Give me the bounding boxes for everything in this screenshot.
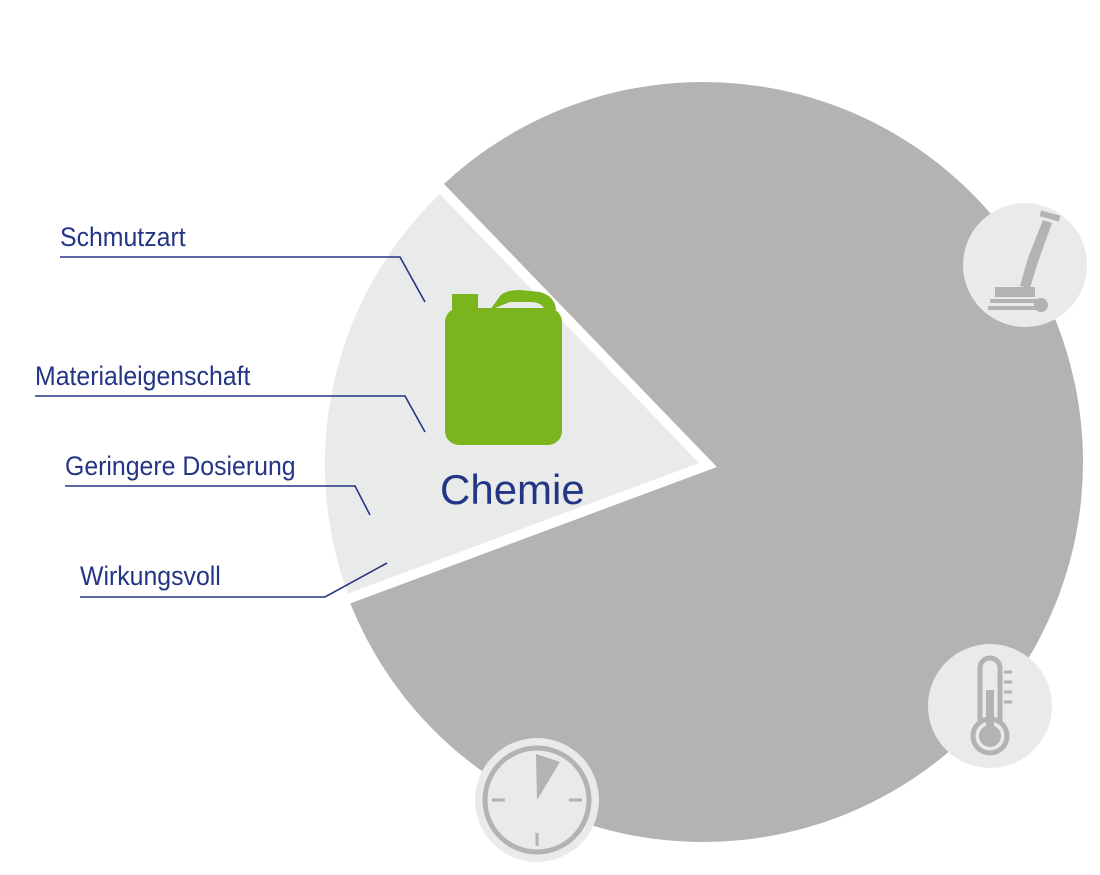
label-wirkungsvoll: Wirkungsvoll bbox=[80, 561, 221, 591]
floor-machine-icon bbox=[963, 203, 1087, 327]
clock-icon bbox=[475, 738, 599, 862]
label-geringere-dosierung: Geringere Dosierung bbox=[65, 451, 296, 481]
segment-title: Chemie bbox=[440, 466, 585, 513]
label-schmutzart: Schmutzart bbox=[60, 222, 186, 252]
thermometer-icon bbox=[928, 644, 1052, 768]
leader-lines bbox=[35, 256, 426, 598]
label-materialeigenschaft: Materialeigenschaft bbox=[35, 361, 251, 391]
canister-icon bbox=[445, 290, 562, 445]
